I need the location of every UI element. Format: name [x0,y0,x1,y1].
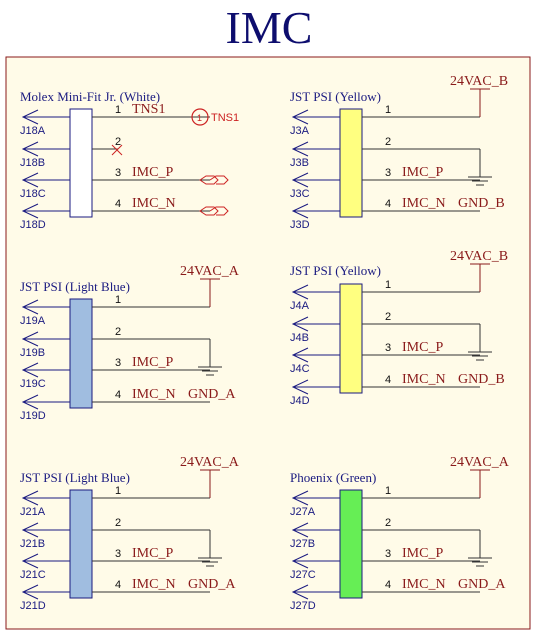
power-net-label: 24VAC_A [180,455,240,470]
pin-number: 2 [385,517,391,529]
power-net-label: 24VAC_A [180,264,240,279]
ref-designator: J27C [290,569,316,581]
ref-designator: J19B [20,347,45,359]
ground-net-label: GND_A [188,577,236,592]
pin-number: 2 [385,311,391,323]
pin-number: 4 [385,579,391,591]
ground-net-label: GND_A [188,387,236,402]
connector-label: JST PSI (Light Blue) [20,279,130,294]
pin-number: 2 [115,136,121,148]
no-connect-icon [111,144,123,156]
ref-designator: J18A [20,125,46,137]
ground-net-label: GND_B [458,196,505,211]
ground-net-label: GND_A [458,577,506,592]
pin-name: IMC_P [402,546,443,561]
pin-number: 3 [115,167,121,179]
pin-number: 1 [385,485,391,497]
connector-label: JST PSI (Yellow) [290,89,381,104]
connector-body [339,108,363,218]
pin-number: 1 [115,294,121,306]
pin-number: 1 [385,104,391,116]
sheet-border [5,56,531,630]
harness-connector-icon [199,206,229,216]
pin-name: IMC_N [132,577,176,592]
ref-designator: J4C [290,363,310,375]
ref-designator: J21C [20,569,46,581]
ref-designator: J3A [290,125,310,137]
pin-name: IMC_N [402,577,446,592]
connector-body [339,283,363,394]
ref-designator: J3C [290,188,310,200]
ref-designator: J21D [20,600,46,612]
pin-number: 4 [115,198,121,210]
connector-label: Molex Mini-Fit Jr. (White) [20,89,160,104]
pin-name: IMC_P [132,165,173,180]
power-net-label: 24VAC_A [450,455,510,470]
ref-designator: J4D [290,395,310,407]
connector-label: Phoenix (Green) [290,470,376,485]
pin-number: 3 [385,342,391,354]
ref-designator: J18C [20,188,46,200]
pin-name: IMC_N [402,372,446,387]
connector-label: JST PSI (Yellow) [290,263,381,278]
pin-number: 3 [115,357,121,369]
ref-designator: J4A [290,300,310,312]
pin-number: 4 [115,579,121,591]
pin-name: IMC_P [402,340,443,355]
pin-name: IMC_P [132,546,173,561]
pin-number: 3 [385,548,391,560]
ref-designator: J19A [20,315,46,327]
pin-number: 3 [115,548,121,560]
connector-body [69,298,93,409]
pin-number: 4 [115,389,121,401]
ground-net-label: GND_B [458,372,505,387]
ref-designator: J18B [20,157,45,169]
pin-number: 2 [115,326,121,338]
pin-name: IMC_P [402,165,443,180]
connector-body [69,489,93,599]
pin-name: IMC_N [132,387,176,402]
pin-name: IMC_N [132,196,176,211]
ref-designator: J18D [20,219,46,231]
pin-name: TNS1 [132,102,165,117]
ref-designator: J21B [20,538,45,550]
test-point-icon [191,108,209,126]
pin-number: 3 [385,167,391,179]
ref-designator: J19D [20,410,46,422]
test-point-number: 1 [197,113,202,123]
connector-body [69,108,93,218]
pin-number: 2 [385,136,391,148]
ref-designator: J19C [20,378,46,390]
ref-designator: J4B [290,332,309,344]
pin-number: 1 [115,104,121,116]
pin-name: IMC_P [132,355,173,370]
connector-label: JST PSI (Light Blue) [20,470,130,485]
power-net-label: 24VAC_B [450,249,508,264]
harness-connector-icon [199,175,229,185]
pin-number: 1 [385,279,391,291]
ref-designator: J3B [290,157,309,169]
pin-number: 4 [385,374,391,386]
pin-number: 2 [115,517,121,529]
ref-designator: J27D [290,600,316,612]
page-title: IMC [225,2,313,53]
pin-name: IMC_N [402,196,446,211]
ref-designator: J27A [290,506,316,518]
connector-body [339,489,363,599]
ref-designator: J3D [290,219,310,231]
ref-designator: J21A [20,506,46,518]
test-point-label: TNS1 [211,112,239,124]
ref-designator: J27B [290,538,315,550]
power-net-label: 24VAC_B [450,74,508,89]
pin-number: 1 [115,485,121,497]
pin-number: 4 [385,198,391,210]
